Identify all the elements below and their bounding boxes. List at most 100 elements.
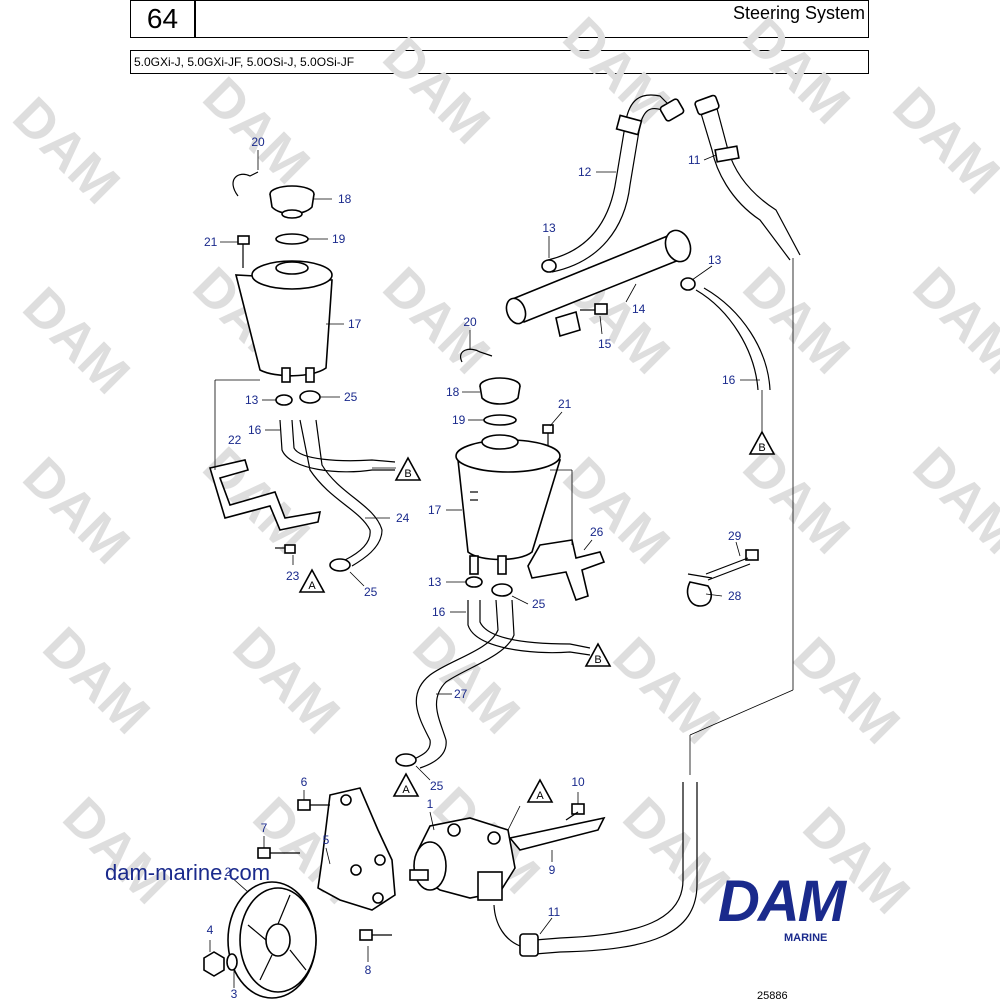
callout-label: 28 xyxy=(728,589,742,603)
model-list: 5.0GXi-J, 5.0GXi-JF, 5.0OSi-J, 5.0OSi-JF xyxy=(134,55,355,69)
watermark: DAM xyxy=(732,6,861,135)
callout-label: 18 xyxy=(338,192,352,206)
callout-label: 29 xyxy=(728,529,742,543)
connection-marker-a: A xyxy=(526,778,554,803)
watermark: DAM xyxy=(52,786,181,915)
leader-line xyxy=(325,847,331,865)
callout-label: 4 xyxy=(207,923,214,937)
callout-label: 2 xyxy=(225,865,232,879)
page-title: Steering System xyxy=(732,3,865,23)
hose-part xyxy=(279,419,395,473)
leader-line xyxy=(539,917,553,935)
clip-part xyxy=(687,573,713,579)
watermark: DAM xyxy=(902,436,1000,565)
reservoir-top xyxy=(251,260,333,290)
callout-label: 5 xyxy=(323,833,330,847)
watermark: DAM xyxy=(782,626,911,755)
cap-part xyxy=(479,385,521,405)
hose-part xyxy=(534,782,698,955)
callout-label: 16 xyxy=(432,605,446,619)
hose-part xyxy=(411,599,499,761)
leader-line xyxy=(507,805,521,831)
watermark: DAM xyxy=(32,616,161,745)
bolt-part xyxy=(565,811,579,821)
dam-logo: DAM xyxy=(718,869,846,934)
hose-fitting xyxy=(694,94,720,116)
hose-part xyxy=(699,109,791,261)
leader-line xyxy=(549,411,563,427)
callout-label: 3 xyxy=(231,987,238,1000)
hose-part xyxy=(291,419,396,463)
clip-part xyxy=(460,348,493,363)
hose-part xyxy=(299,419,371,561)
callout-label: 13 xyxy=(708,253,722,267)
bracket-part xyxy=(527,539,606,602)
pump-bracket xyxy=(317,787,396,911)
cooler-pipe-end xyxy=(664,229,692,263)
bolt-part xyxy=(257,847,271,859)
hose-clamp xyxy=(541,259,557,273)
bracket-part xyxy=(555,310,581,338)
pulley-spoke xyxy=(247,924,267,941)
hose-bracket xyxy=(508,816,606,851)
bracket-hole xyxy=(350,864,362,876)
callout-label: 25 xyxy=(430,779,444,793)
hose-clamp xyxy=(299,390,321,404)
bolt-part xyxy=(542,424,554,434)
watermark: DAM xyxy=(732,256,861,385)
callout-label: 10 xyxy=(571,775,585,789)
svg-text:B: B xyxy=(758,442,765,454)
hose-clamp xyxy=(680,277,696,291)
watermark: DAM xyxy=(192,66,321,195)
pump-boss xyxy=(447,823,461,837)
callout-label: 25 xyxy=(344,390,358,404)
svg-text:B: B xyxy=(404,468,411,480)
callout-label: 21 xyxy=(558,397,572,411)
watermark: DAM xyxy=(882,76,1000,205)
pulley-spoke xyxy=(289,949,307,971)
callout-label: 22 xyxy=(228,433,242,447)
watermark: DAM xyxy=(552,6,681,135)
hose-fitting xyxy=(615,114,643,136)
callout-label: 19 xyxy=(332,232,346,246)
connection-marker-a: A xyxy=(392,772,420,797)
bolt-part xyxy=(359,929,373,941)
leader-line xyxy=(511,595,529,605)
leader-line xyxy=(583,539,593,551)
bolt-part xyxy=(284,544,296,554)
bolt-part xyxy=(297,799,311,811)
website-link[interactable]: dam-marine.com xyxy=(105,860,271,885)
callout-label: 15 xyxy=(598,337,612,351)
bolt-part xyxy=(237,235,250,245)
leader-line xyxy=(349,571,365,587)
callout-label: 13 xyxy=(542,221,556,235)
callout-label: 9 xyxy=(549,863,556,877)
watermark: DAM xyxy=(2,86,131,215)
hose-part xyxy=(715,104,801,256)
callout-label: 16 xyxy=(248,423,262,437)
callout-label: 17 xyxy=(428,503,442,517)
hose-clamp xyxy=(329,558,351,572)
clip-part xyxy=(686,581,713,607)
callout-label: 14 xyxy=(632,302,646,316)
hose-part xyxy=(479,600,591,649)
hose-part xyxy=(703,287,771,391)
callout-label: 24 xyxy=(396,511,410,525)
watermark: DAM xyxy=(372,256,501,385)
hose-clamp xyxy=(275,394,293,406)
reservoir-assembly-left xyxy=(208,171,396,572)
leader-line xyxy=(599,315,603,335)
hose-fitting xyxy=(659,98,685,122)
callouts: 20 18 19 21 17 13 25 16 22 24 23 25 12 1… xyxy=(204,135,742,1000)
callout-label: 7 xyxy=(261,821,268,835)
connection-marker-b: B xyxy=(584,642,612,667)
callout-label: 18 xyxy=(446,385,460,399)
connection-marker-b: B xyxy=(394,456,422,481)
bracket-hole xyxy=(374,854,386,866)
hose-part xyxy=(551,107,671,273)
connection-marker-a: A xyxy=(298,568,326,593)
leader-line xyxy=(705,593,723,597)
pump-boss xyxy=(487,831,501,845)
models-box: 5.0GXi-J, 5.0GXi-JF, 5.0OSi-J, 5.0OSi-JF xyxy=(130,50,869,74)
hose-part xyxy=(419,599,515,769)
